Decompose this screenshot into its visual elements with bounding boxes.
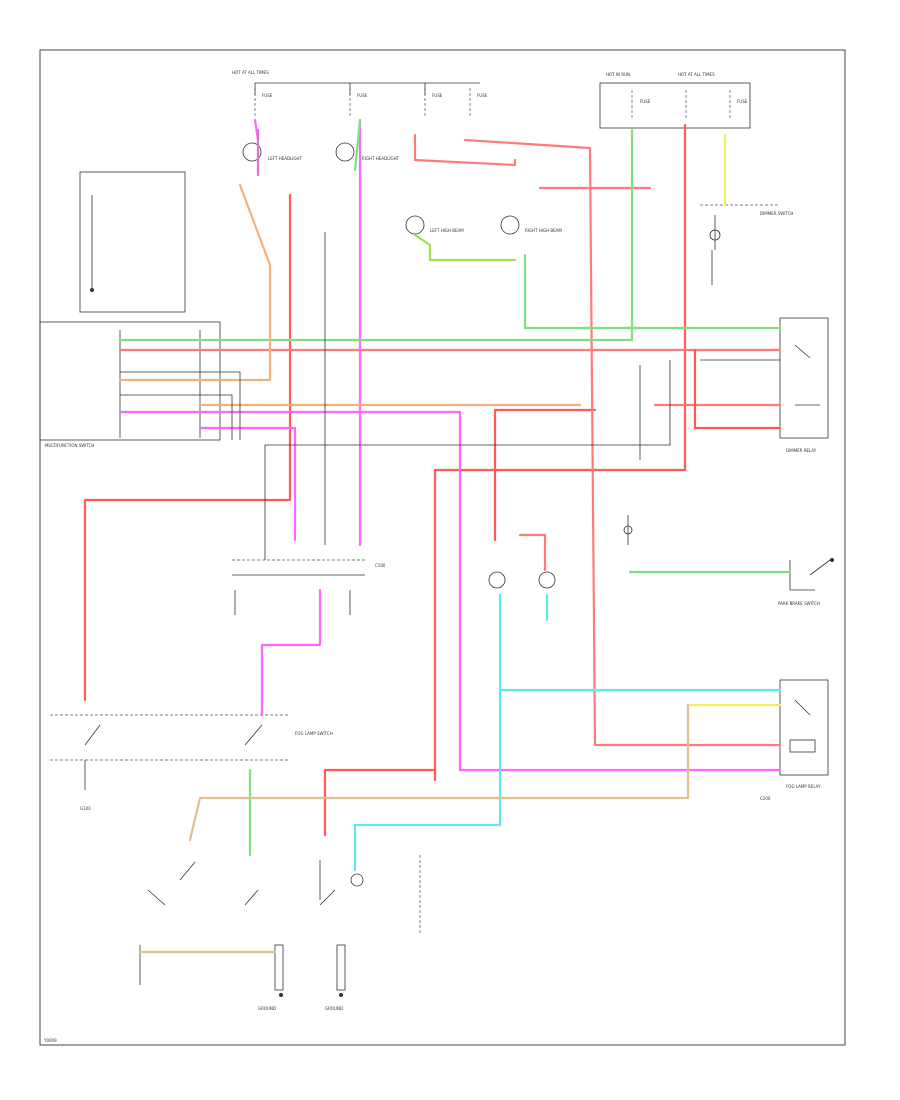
fog-lamp-relay-box: FOG LAMP RELAY: [779, 679, 829, 789]
top-fuse-bus: HOT AT ALL TIMES FUSE FUSE FUSE FUSE: [232, 70, 488, 118]
wire-cyan-main: [353, 593, 502, 872]
fuse-a-label: FUSE: [262, 93, 273, 98]
dimmer-relay-label: DIMMER RELAY: [786, 448, 817, 453]
bottom-left-conn-label: G100: [80, 806, 91, 811]
wire-red-top: [413, 133, 517, 167]
wire-red-relay-b: [693, 348, 782, 430]
fuse-d-label: FUSE: [477, 93, 488, 98]
wire-red-left: [83, 193, 292, 702]
right-headlight-label: RIGHT HEADLIGHT: [362, 156, 400, 161]
park-switch-label: PARK BRAKE SWITCH: [778, 601, 820, 606]
wire-magenta-row: [118, 410, 782, 772]
right-highbeam-label: RIGHT HIGH BEAM: [525, 228, 562, 233]
wire-tan-bottom: [188, 703, 690, 842]
hot-all-times-right-label: HOT AT ALL TIMES: [678, 72, 715, 77]
park-brake-switch: PARK BRAKE SWITCH: [778, 558, 834, 606]
wire-green-hl: [353, 118, 362, 172]
hot-all-times-top-label: HOT AT ALL TIMES: [232, 70, 269, 75]
fog-lamp-switch-label: FOG LAMP SWITCH: [295, 731, 333, 736]
lower-switch-row: FOG LAMP SWITCH: [50, 714, 333, 761]
wire-red-bottom: [323, 768, 437, 837]
module-label: MULTIFUNCTION SWITCH: [45, 443, 94, 448]
left-headlight-label: LEFT HEADLIGHT: [268, 156, 303, 161]
bottom-right-conn-label: C200: [760, 796, 771, 801]
ground-b-label: GROUND: [325, 1006, 343, 1011]
fog-lamp-relay-label: FOG LAMP RELAY: [786, 784, 821, 789]
dimmer-relay-box: DIMMER RELAY: [779, 317, 829, 453]
wire-gray-a: [120, 371, 241, 440]
diagram-frame: [39, 49, 846, 1046]
ground-a-label: GROUND: [258, 1006, 276, 1011]
wire-red-long: [463, 138, 782, 747]
wire-magenta-fog: [260, 588, 322, 717]
wires: [83, 118, 792, 954]
diagram-id: Y0009: [43, 1038, 57, 1043]
left-highbeam-label: LEFT HIGH BEAM: [430, 228, 464, 233]
fuse-b-label: FUSE: [357, 93, 368, 98]
dimmer-switch: DIMMER SWITCH: [700, 204, 793, 250]
center-lamps: [488, 515, 633, 589]
wire-gray-c: [264, 360, 671, 560]
wire-red-lamps: [518, 533, 547, 572]
fuse-c-label: FUSE: [432, 93, 443, 98]
hot-in-run-label: HOT IN RUN: [606, 72, 630, 77]
wire-green-relay: [523, 253, 782, 330]
fuse-e-label: FUSE: [640, 99, 651, 104]
wire-gray-b: [120, 394, 233, 440]
wire-green-top: [118, 128, 634, 342]
mid-connector: C100: [232, 559, 386, 576]
fuse-f-label: FUSE: [737, 99, 748, 104]
left-top-module: [79, 171, 186, 313]
wire-red-relay: [433, 123, 687, 782]
wire-green-hb: [413, 233, 517, 262]
dimmer-label: DIMMER SWITCH: [760, 211, 793, 216]
wire-orange-left: [118, 183, 272, 382]
wire-red-mid: [493, 408, 597, 542]
right-fuse-box: HOT IN RUN HOT AT ALL TIMES FUSE FUSE: [599, 72, 751, 129]
bottom-switches: GROUND GROUND G100 C200: [80, 796, 771, 1011]
connector-c100-label: C100: [375, 563, 386, 568]
